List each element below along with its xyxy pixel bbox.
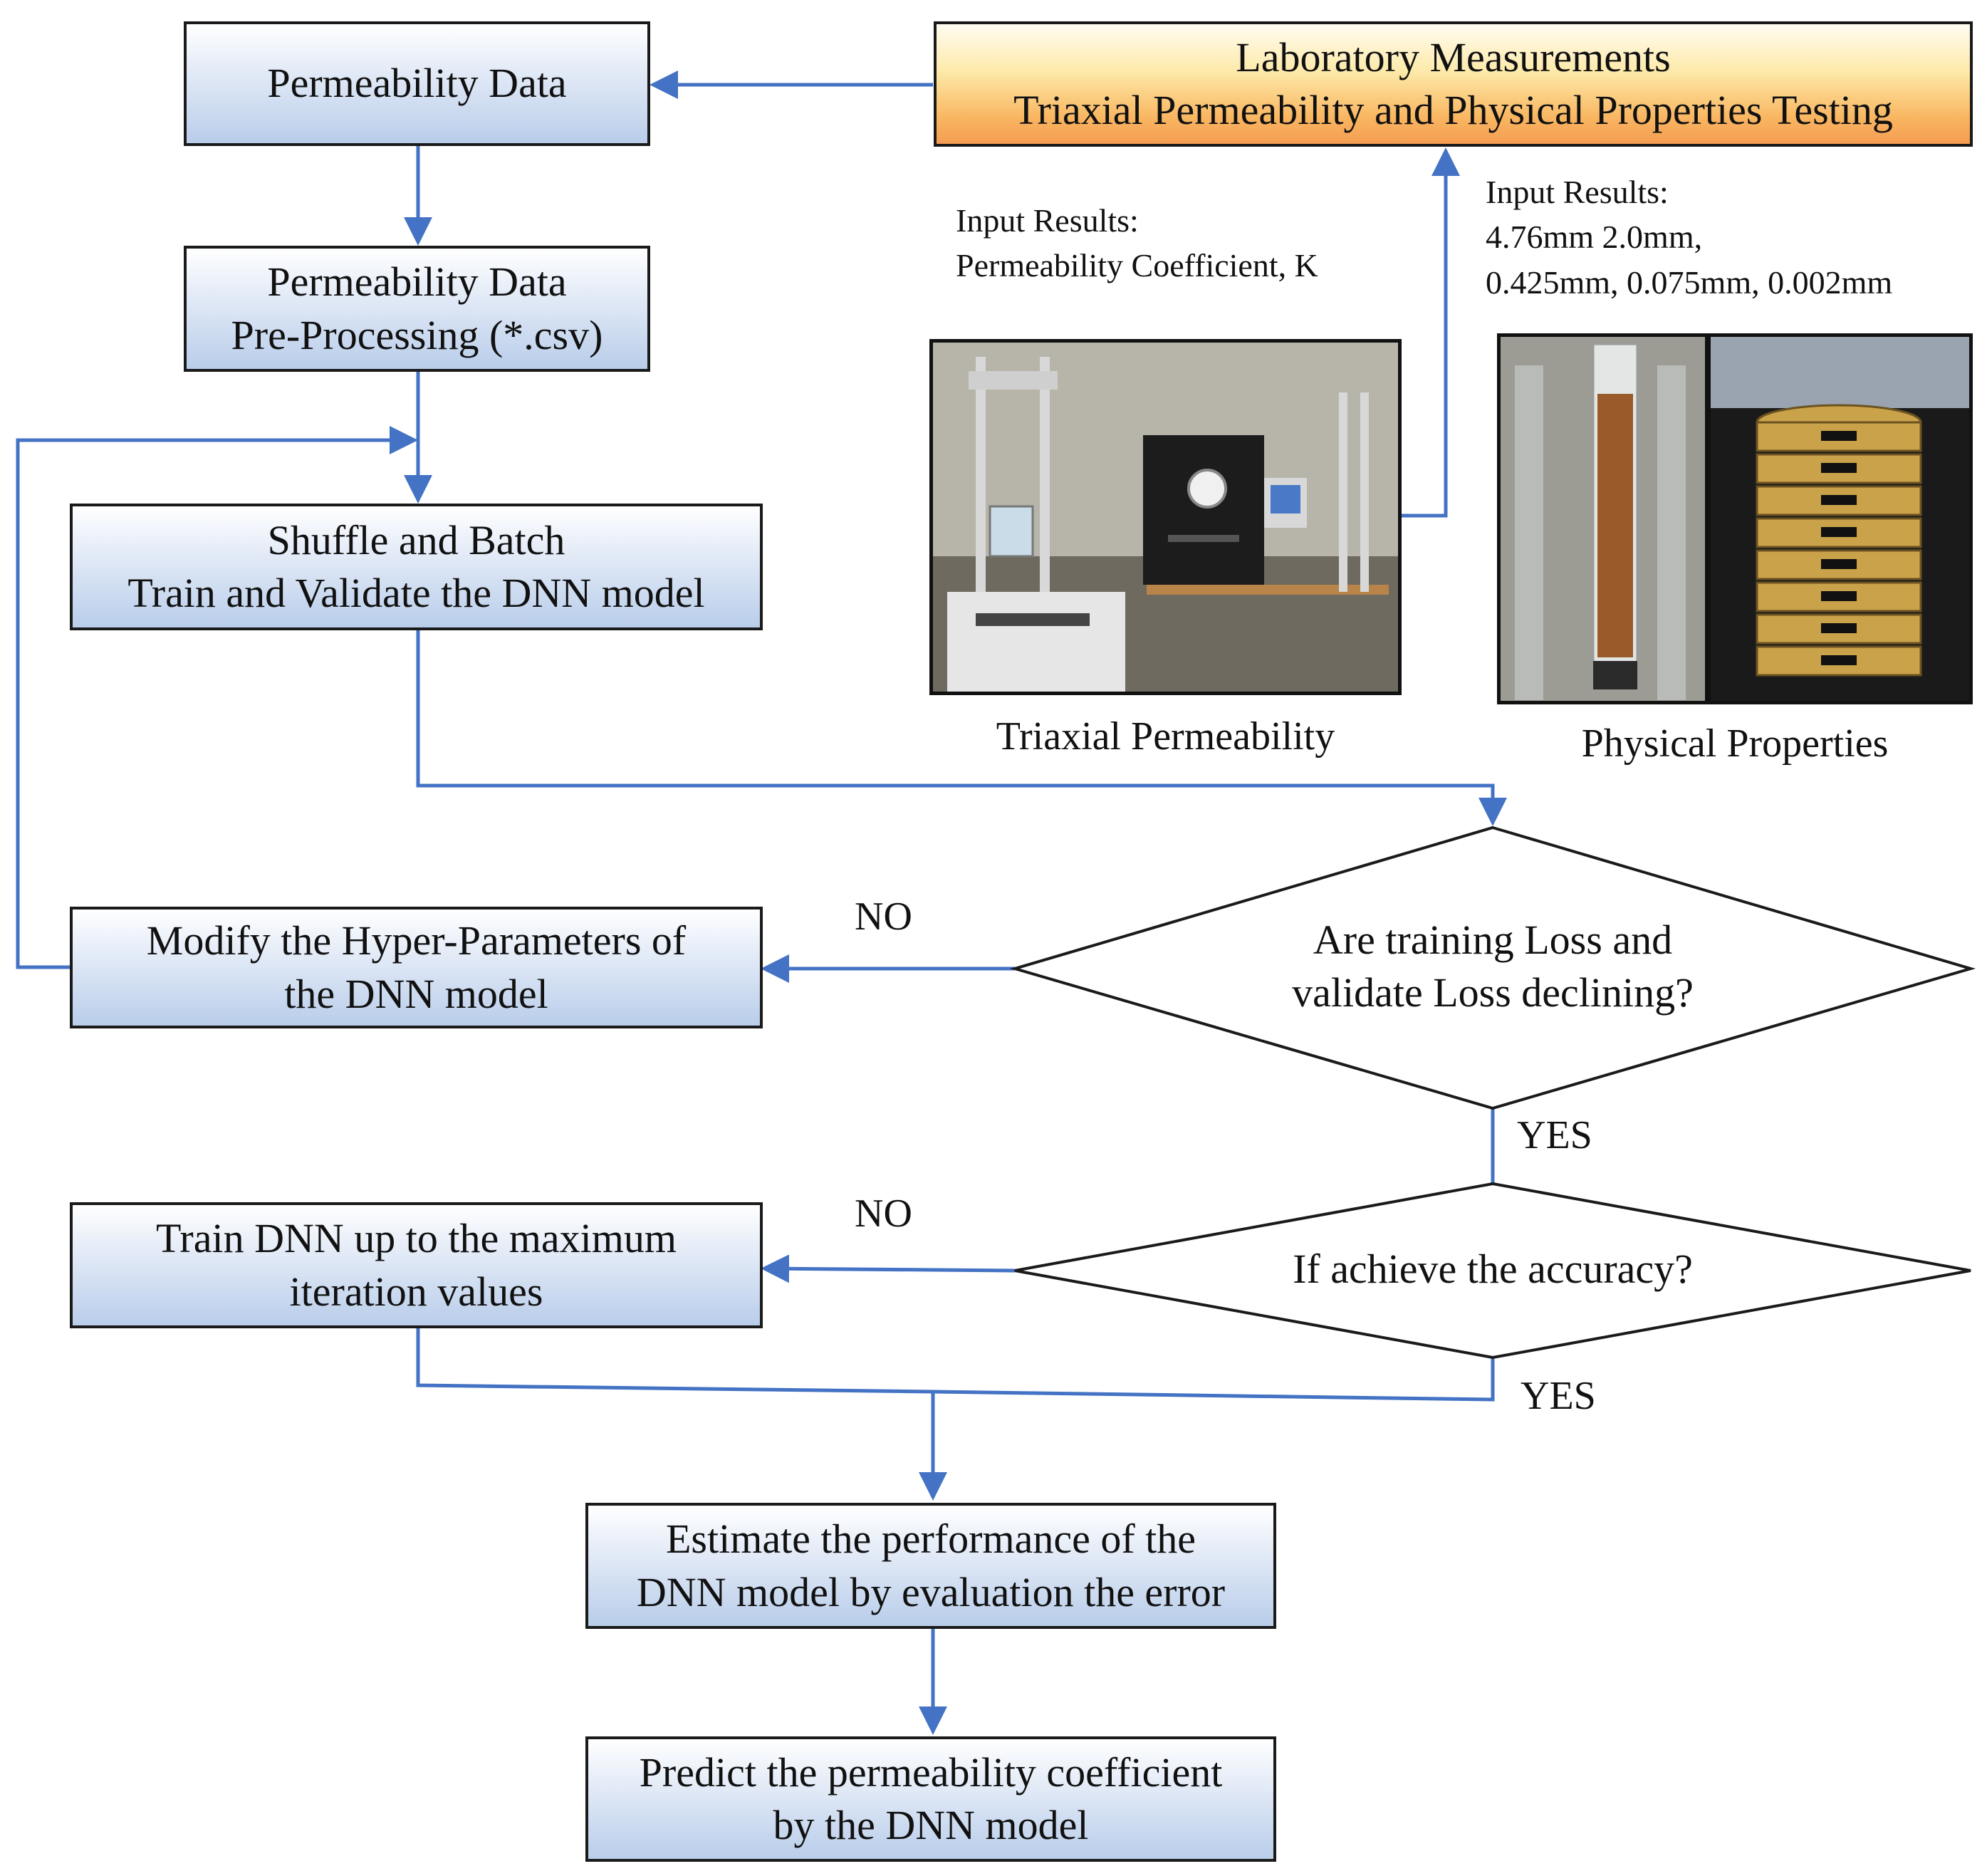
lab-measurements-box: Laboratory Measurements Triaxial Permeab… bbox=[934, 21, 1973, 147]
estimate-performance-line2: DNN model by evaluation the error bbox=[636, 1568, 1226, 1615]
permeability-data-box: Permeability Data bbox=[184, 21, 650, 146]
line-yes-to-merge bbox=[932, 1358, 1495, 1402]
input-results-right-line1: Input Results: bbox=[1486, 174, 1669, 210]
modify-hyperparams-box: Modify the Hyper-Parameters of the DNN m… bbox=[70, 907, 763, 1028]
decision-diamond-accuracy bbox=[1014, 1182, 1971, 1360]
triaxial-permeability-photo bbox=[929, 339, 1402, 695]
yes-label-loss: YES bbox=[1517, 1113, 1592, 1157]
shuffle-batch-line1: Shuffle and Batch bbox=[267, 516, 565, 563]
predict-line2: by the DNN model bbox=[773, 1802, 1089, 1848]
input-results-left-line2: Permeability Coefficient, K bbox=[956, 247, 1318, 284]
preprocessing-line1: Permeability Data bbox=[267, 259, 567, 306]
decision-loss-line1: Are training Loss and bbox=[1313, 917, 1673, 963]
no-label-loss: NO bbox=[855, 895, 912, 939]
input-results-left-line1: Input Results: bbox=[956, 202, 1139, 239]
shuffle-batch-line2: Train and Validate the DNN model bbox=[127, 570, 705, 616]
decision-loss-text: Are training Loss and validate Loss decl… bbox=[1182, 914, 1803, 1019]
shuffle-batch-box: Shuffle and Batch Train and Validate the… bbox=[70, 504, 763, 630]
arrow-photos-to-lab bbox=[1402, 147, 1460, 518]
input-results-right: Input Results: 4.76mm 2.0mm, 0.425mm, 0.… bbox=[1486, 170, 1892, 305]
physical-properties-caption: Physical Properties bbox=[1581, 721, 1889, 766]
lab-measurements-line2: Triaxial Permeability and Physical Prope… bbox=[1013, 87, 1893, 133]
predict-line1: Predict the permeability coefficient bbox=[639, 1749, 1223, 1796]
input-results-right-line3: 0.425mm, 0.075mm, 0.002mm bbox=[1486, 264, 1893, 301]
permeability-data-label: Permeability Data bbox=[267, 60, 567, 107]
decision-diamond-loss bbox=[1009, 825, 1976, 1110]
arrow-loop-back bbox=[16, 426, 418, 969]
predict-box: Predict the permeability coefficient by … bbox=[585, 1736, 1276, 1862]
preprocessing-line2: Pre-Processing (*.csv) bbox=[231, 311, 603, 358]
input-results-right-line2: 4.76mm 2.0mm, bbox=[1486, 219, 1703, 256]
modify-hyperparams-line1: Modify the Hyper-Parameters of bbox=[146, 917, 687, 964]
arrow-no-to-train bbox=[761, 1254, 1016, 1283]
modify-hyperparams-line2: the DNN model bbox=[284, 970, 548, 1017]
physical-properties-photo bbox=[1497, 333, 1973, 704]
preprocessing-box: Permeability Data Pre-Processing (*.csv) bbox=[184, 246, 650, 372]
decision-loss-line2: validate Loss declining? bbox=[1292, 969, 1694, 1016]
triaxial-permeability-caption: Triaxial Permeability bbox=[996, 714, 1335, 759]
input-results-left: Input Results: Permeability Coefficient,… bbox=[956, 198, 1318, 288]
triaxial-apparatus-illustration bbox=[933, 343, 1398, 692]
lab-measurements-line1: Laboratory Measurements bbox=[1236, 33, 1671, 80]
arrow-shuffle-to-decision bbox=[416, 630, 1507, 826]
no-label-accuracy: NO bbox=[855, 1192, 912, 1236]
train-max-iter-box: Train DNN up to the maximum iteration va… bbox=[70, 1202, 763, 1328]
train-max-iter-line1: Train DNN up to the maximum bbox=[156, 1215, 677, 1262]
estimate-performance-box: Estimate the performance of the DNN mode… bbox=[585, 1503, 1276, 1629]
line-train-to-merge bbox=[416, 1328, 934, 1394]
train-max-iter-line2: iteration values bbox=[289, 1268, 543, 1315]
physical-properties-illustration bbox=[1501, 337, 1969, 701]
yes-label-accuracy: YES bbox=[1521, 1374, 1596, 1418]
decision-accuracy-text: If achieve the accuracy? bbox=[1293, 1246, 1693, 1292]
estimate-performance-line1: Estimate the performance of the bbox=[665, 1516, 1196, 1563]
